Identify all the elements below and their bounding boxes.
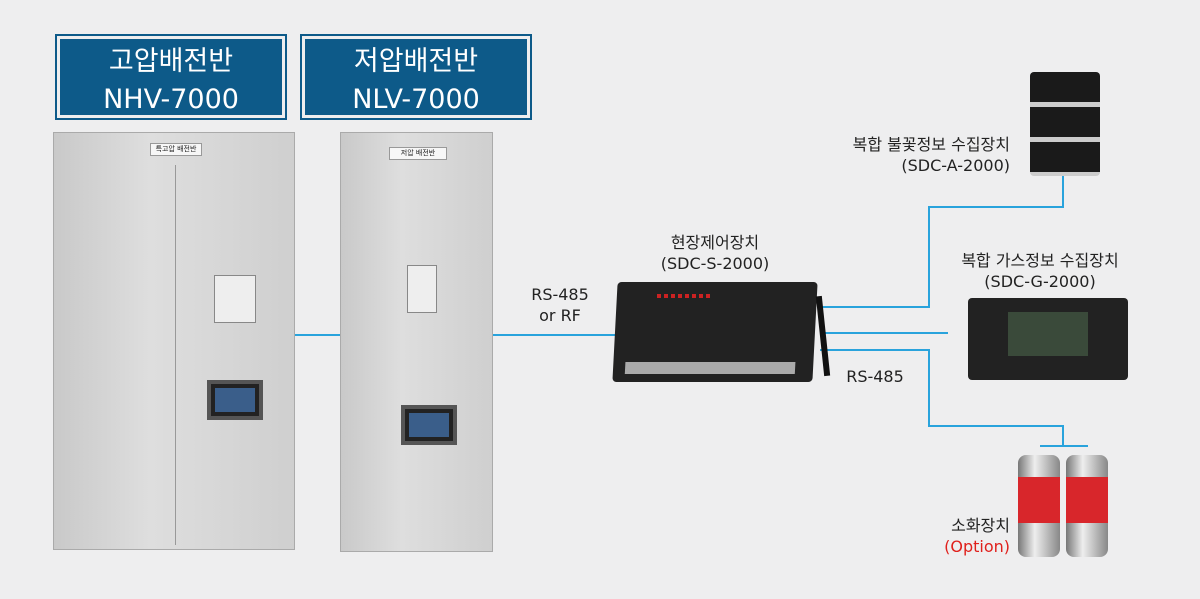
rs485-rf-label: RS-485 or RF	[520, 284, 600, 326]
link-ext-h	[928, 425, 1064, 427]
lv-panel-title: 저압배전반 NLV-7000	[300, 34, 532, 120]
link-lv-controller	[492, 334, 617, 336]
extinguisher-label-band	[1018, 477, 1060, 523]
lv-panel-name: 저압배전반	[353, 46, 479, 77]
extinguisher-cylinder-1	[1018, 455, 1060, 557]
link-spark-v2	[1062, 176, 1064, 208]
link-spark-v	[928, 206, 930, 308]
extinguisher-option: (Option)	[944, 537, 1010, 556]
link-spark-h	[928, 206, 1064, 208]
rs485-right-label: RS-485	[846, 367, 904, 386]
spark-model: (SDC-A-2000)	[901, 156, 1010, 175]
controller-name: 현장제어장치	[670, 233, 760, 252]
terminal-block	[624, 362, 796, 374]
spark-sensor-device	[1030, 72, 1100, 176]
link-hv-lv	[294, 334, 342, 336]
extinguisher-label: 소화장치 (Option)	[930, 515, 1010, 557]
relay-unit	[407, 265, 437, 313]
hmi-screen	[207, 380, 263, 420]
rs485-text: RS-485	[531, 285, 589, 304]
extinguisher-name: 소화장치	[951, 516, 1010, 535]
controller-model: (SDC-S-2000)	[660, 254, 770, 273]
spark-label: 복합 불꽃정보 수집장치 (SDC-A-2000)	[790, 134, 1010, 176]
sensor-window	[1008, 312, 1088, 356]
link-spark	[820, 306, 930, 308]
gas-sensor-device	[968, 298, 1128, 380]
lv-panel-model: NLV-7000	[352, 84, 480, 115]
lv-cabinet: 저압 배전반	[340, 132, 493, 552]
lv-plate: 저압 배전반	[389, 147, 447, 160]
field-controller-device	[612, 282, 818, 382]
gas-model: (SDC-G-2000)	[984, 272, 1096, 291]
led-row	[656, 294, 713, 298]
extinguisher-label-band	[1066, 477, 1108, 523]
spark-name: 복합 불꽃정보 수집장치	[852, 135, 1010, 154]
extinguisher-cylinder-2	[1066, 455, 1108, 557]
hmi-screen	[401, 405, 457, 445]
link-ext-v	[928, 349, 930, 427]
hv-plate: 특고압 배전반	[150, 143, 202, 156]
link-ext-bar	[1040, 445, 1088, 447]
hv-cabinet: 특고압 배전반	[53, 132, 295, 550]
gas-name: 복합 가스정보 수집장치	[961, 251, 1119, 270]
gas-label: 복합 가스정보 수집장치 (SDC-G-2000)	[940, 250, 1140, 292]
hv-panel-title: 고압배전반 NHV-7000	[55, 34, 287, 120]
hv-panel-name: 고압배전반	[108, 46, 234, 77]
door-divider	[175, 165, 176, 545]
link-ext	[820, 349, 930, 351]
link-ext-v2	[1062, 425, 1064, 447]
controller-label: 현장제어장치 (SDC-S-2000)	[630, 232, 800, 274]
link-gas	[820, 332, 948, 334]
relay-unit	[214, 275, 256, 323]
or-rf-text: or RF	[539, 306, 581, 325]
hv-panel-model: NHV-7000	[103, 84, 239, 115]
